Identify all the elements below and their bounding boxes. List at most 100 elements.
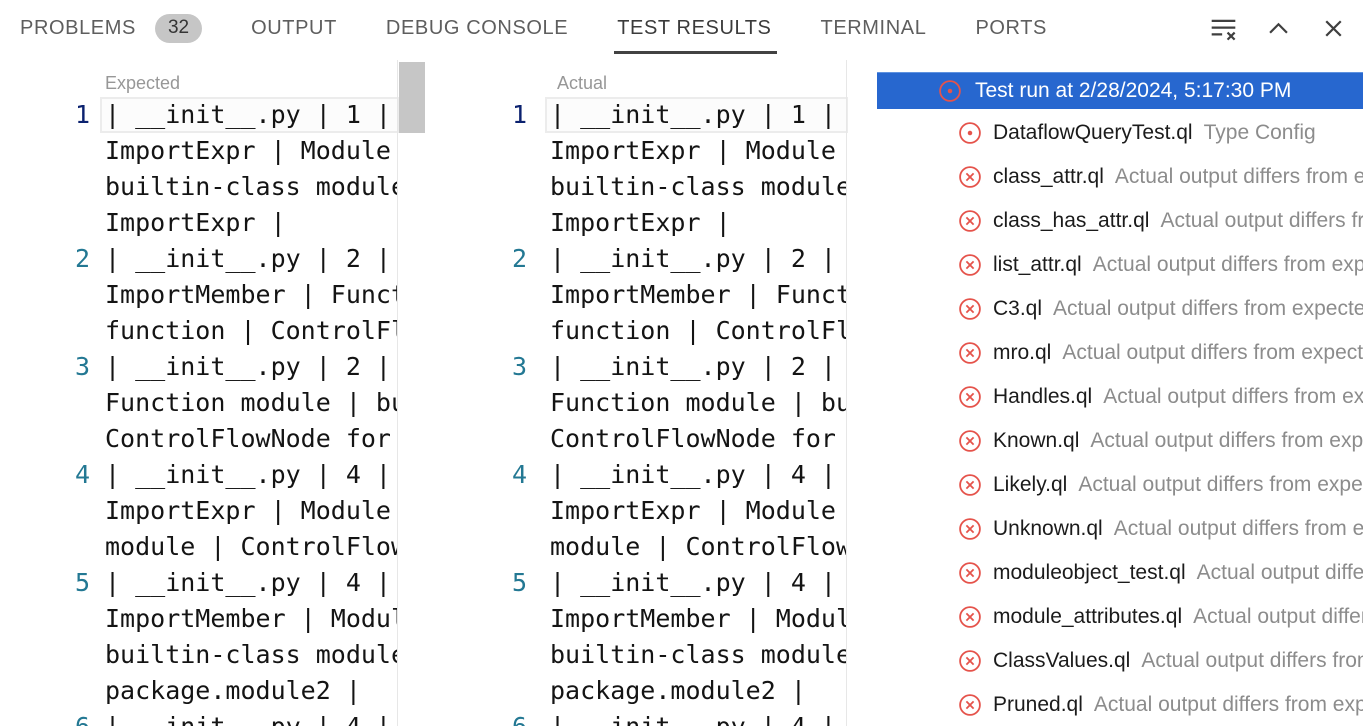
code-line: ImportExpr | Module <box>490 493 875 529</box>
code-line: ImportExpr | Module <box>60 133 425 169</box>
test-name: Pruned.ql <box>993 693 1083 716</box>
tab-terminal[interactable]: TERMINAL <box>821 0 927 56</box>
line-number: 4 <box>74 460 90 489</box>
maximize-panel-chevron-up-icon[interactable] <box>1263 13 1294 44</box>
clear-all-icon[interactable] <box>1208 13 1239 44</box>
code-text: | __init__.py | 2 | <box>105 244 391 273</box>
code-line: ImportMember | Module <box>490 601 875 637</box>
test-failure-message: Actual output differs from expected <box>1078 473 1363 496</box>
pane-border <box>397 60 398 726</box>
tab-test-results[interactable]: TEST RESULTS <box>614 0 777 56</box>
panel-actions <box>1208 0 1349 56</box>
test-failure-message: Actual output differs from expected <box>1090 429 1363 452</box>
code-line: package.module2 | <box>490 673 875 709</box>
test-failure-message: Type Config <box>1203 121 1316 144</box>
test-name: Handles.ql <box>993 385 1093 408</box>
test-failed-circle-x-icon <box>958 209 982 233</box>
test-result-item[interactable]: Handles.ql Actual output differs from exp… <box>875 375 1363 419</box>
line-number: 1 <box>511 100 527 129</box>
test-failed-circle-x-icon <box>958 649 982 673</box>
code-text: module | ControlFlowN <box>105 532 397 561</box>
test-error-circle-dot-icon <box>938 79 962 103</box>
line-number: 5 <box>74 568 90 597</box>
test-failure-message: Actual output differs from expected <box>1053 297 1363 320</box>
tab-label: OUTPUT <box>251 16 337 39</box>
code-text: builtin-class module <box>550 172 846 201</box>
test-name: C3.ql <box>993 297 1043 320</box>
expected-scrollbar-thumb[interactable] <box>399 62 425 133</box>
code-line: Function module | builtin <box>60 385 425 421</box>
test-result-item[interactable]: DataflowQueryTest.ql Type Config <box>875 111 1363 155</box>
code-line: 5| __init__.py | 4 | <box>60 565 425 601</box>
code-text: ImportMember | Module <box>105 604 397 633</box>
test-failure-message: Actual output differs from expected <box>1062 341 1363 364</box>
code-line: ControlFlowNode for <box>60 421 425 457</box>
test-failed-circle-x-icon <box>958 693 982 717</box>
code-text: ImportMember | Function <box>105 280 397 309</box>
test-results-tree: Test run at 2/28/2024, 5:17:30 PM Datafl… <box>875 60 1363 726</box>
test-run-title: Test run at 2/28/2024, 5:17:30 PM <box>975 79 1292 102</box>
test-failed-circle-x-icon <box>958 561 982 585</box>
test-failure-message: Actual output differs from expected <box>1113 517 1363 540</box>
code-text: Function module | builtin <box>105 388 397 417</box>
code-text: ImportExpr | <box>105 208 286 237</box>
close-panel-icon[interactable] <box>1318 13 1349 44</box>
tab-label: TEST RESULTS <box>617 16 772 39</box>
code-line: 4| __init__.py | 4 | <box>490 457 875 493</box>
code-text: builtin-class module <box>105 640 397 669</box>
code-line: 3| __init__.py | 2 | <box>490 349 875 385</box>
code-text: ImportMember | Module <box>550 604 846 633</box>
code-line: ControlFlowNode for <box>490 421 875 457</box>
code-text: ImportExpr | Module <box>105 496 391 525</box>
code-line: 1| __init__.py | 1 | <box>490 97 875 133</box>
code-line: function | ControlFlow <box>60 313 425 349</box>
code-line: ImportMember | Module <box>60 601 425 637</box>
test-failure-message: Actual output differs from expected <box>1103 385 1363 408</box>
tab-ports[interactable]: PORTS <box>975 0 1047 56</box>
test-failure-message: Actual output differs from expected <box>1193 605 1363 628</box>
tab-output[interactable]: OUTPUT <box>251 0 337 56</box>
code-line: Function module | builtin <box>490 385 875 421</box>
test-failure-message: Actual output differs from expected <box>1141 649 1363 672</box>
test-failure-message: Actual output differs from expected <box>1196 561 1363 584</box>
code-line: 2| __init__.py | 2 | <box>60 241 425 277</box>
diff-pane-expected[interactable]: Expected 1| __init__.py | 1 |ImportExpr … <box>60 60 425 726</box>
test-result-item[interactable]: C3.ql Actual output differs from expected <box>875 287 1363 331</box>
actual-label: Actual <box>557 73 608 93</box>
code-line: 2| __init__.py | 2 | <box>490 241 875 277</box>
test-run-header-row[interactable]: Test run at 2/28/2024, 5:17:30 PM <box>877 72 1363 109</box>
code-text: ImportExpr | Module <box>550 496 836 525</box>
test-result-item[interactable]: ClassValues.ql Actual output differs from… <box>875 639 1363 683</box>
code-line: ImportExpr | Module <box>490 133 875 169</box>
line-number: 6 <box>490 709 527 726</box>
code-text: | __init__.py | 4 | <box>550 460 836 489</box>
test-failure-message: Actual output differs from expected <box>1160 209 1363 232</box>
test-name: ClassValues.ql <box>993 649 1131 672</box>
code-line: ImportExpr | <box>60 205 425 241</box>
test-name: DataflowQueryTest.ql <box>993 121 1193 144</box>
code-text: ImportExpr | Module <box>550 136 836 165</box>
code-line: ImportMember | Function <box>490 277 875 313</box>
line-number: 1 <box>74 100 90 129</box>
tab-debug-console[interactable]: DEBUG CONSOLE <box>386 0 568 56</box>
test-failed-circle-x-icon <box>958 253 982 277</box>
line-number: 3 <box>74 352 90 381</box>
code-text: ControlFlowNode for <box>105 424 391 453</box>
test-failed-circle-x-icon <box>958 473 982 497</box>
test-failed-circle-x-icon <box>958 429 982 453</box>
code-text: | __init__.py | 4 | <box>105 709 397 726</box>
code-line: module | ControlFlowN <box>60 529 425 565</box>
diff-pane-actual[interactable]: Actual 1| __init__.py | 1 | ImportExpr | … <box>490 60 875 726</box>
